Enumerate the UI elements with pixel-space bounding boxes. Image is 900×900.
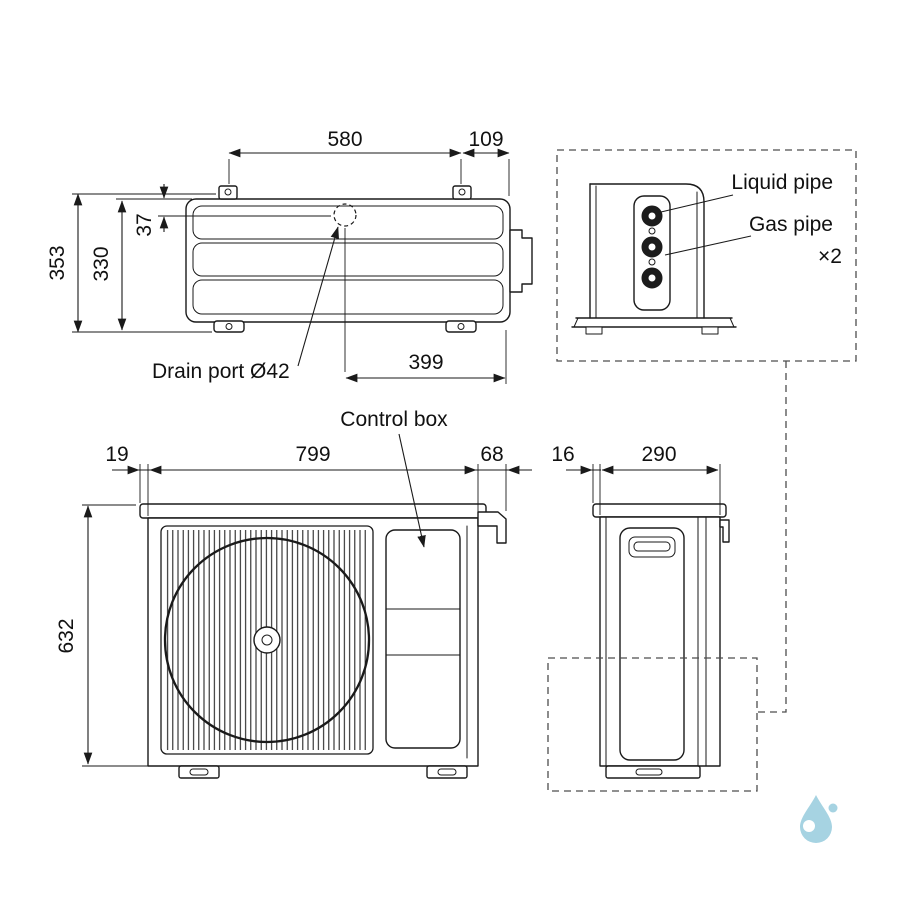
dim-label-632: 632 bbox=[55, 618, 78, 653]
drain-port-circle bbox=[333, 203, 357, 227]
quantity-label: ×2 bbox=[818, 245, 842, 268]
top-view-unit-body bbox=[185, 185, 533, 333]
detail-boundary bbox=[556, 149, 857, 362]
panel-handle bbox=[628, 536, 676, 558]
dim-label-353: 353 bbox=[46, 245, 69, 280]
grille-frame bbox=[160, 525, 374, 755]
side-view: 16 290 bbox=[551, 443, 730, 779]
side-top-dims: 16 290 bbox=[551, 443, 721, 515]
fan-circle bbox=[163, 536, 371, 744]
dim-label-799: 799 bbox=[295, 443, 330, 466]
dim-label-16: 16 bbox=[551, 443, 574, 466]
dim-label-37: 37 bbox=[133, 213, 156, 236]
drain-port-label: Drain port Ø42 bbox=[152, 360, 290, 383]
dim-label-68: 68 bbox=[480, 443, 503, 466]
control-box-label: Control box bbox=[340, 408, 448, 431]
dim-37: 37 bbox=[133, 184, 331, 237]
dim-label-19: 19 bbox=[105, 443, 128, 466]
pipe-detail-view: Liquid pipe Gas pipe ×2 bbox=[556, 149, 857, 362]
detail-connector-line bbox=[758, 361, 787, 713]
dim-label-399: 399 bbox=[408, 351, 443, 374]
front-view: Control box 19 799 68 632 bbox=[55, 408, 532, 779]
dim-109: 109 bbox=[462, 128, 510, 196]
top-view: 580 109 353 330 37 399 bbox=[46, 128, 533, 384]
fan-hub bbox=[253, 626, 281, 654]
front-top-dims: 19 799 68 bbox=[105, 443, 532, 516]
dim-330: 330 bbox=[90, 198, 192, 331]
front-view-unit-body bbox=[139, 503, 507, 779]
control-box-panel bbox=[385, 529, 461, 749]
top-cover bbox=[139, 503, 487, 519]
liquid-pipe-leader bbox=[660, 194, 734, 213]
dim-353: 353 bbox=[46, 193, 216, 333]
liquid-pipe-label: Liquid pipe bbox=[731, 171, 833, 194]
dim-label-290: 290 bbox=[641, 443, 676, 466]
lower-detail-boundary bbox=[547, 657, 758, 792]
control-box-leader bbox=[398, 433, 426, 548]
dim-580: 580 bbox=[228, 128, 462, 184]
dim-label-330: 330 bbox=[90, 246, 113, 281]
brand-logo bbox=[800, 795, 838, 843]
side-bracket bbox=[477, 511, 507, 544]
gas-pipe-leader bbox=[664, 235, 752, 256]
side-service-panel bbox=[619, 527, 685, 761]
dim-label-109: 109 bbox=[468, 128, 503, 151]
dim-399: 399 bbox=[344, 228, 507, 384]
drain-port-callout: Drain port Ø42 bbox=[152, 226, 339, 383]
drain-port-leader bbox=[297, 226, 339, 367]
unit-side-fragment bbox=[571, 183, 737, 335]
dim-632: 632 bbox=[55, 504, 148, 767]
control-box-callout: Control box bbox=[340, 408, 448, 548]
valve-cover bbox=[509, 229, 533, 293]
water-drop-icon bbox=[800, 795, 832, 843]
side-view-unit-body bbox=[592, 503, 730, 779]
side-hook bbox=[719, 519, 730, 543]
dim-label-580: 580 bbox=[327, 128, 362, 151]
gas-pipe-label: Gas pipe bbox=[749, 213, 833, 236]
side-top-cover bbox=[592, 503, 727, 518]
